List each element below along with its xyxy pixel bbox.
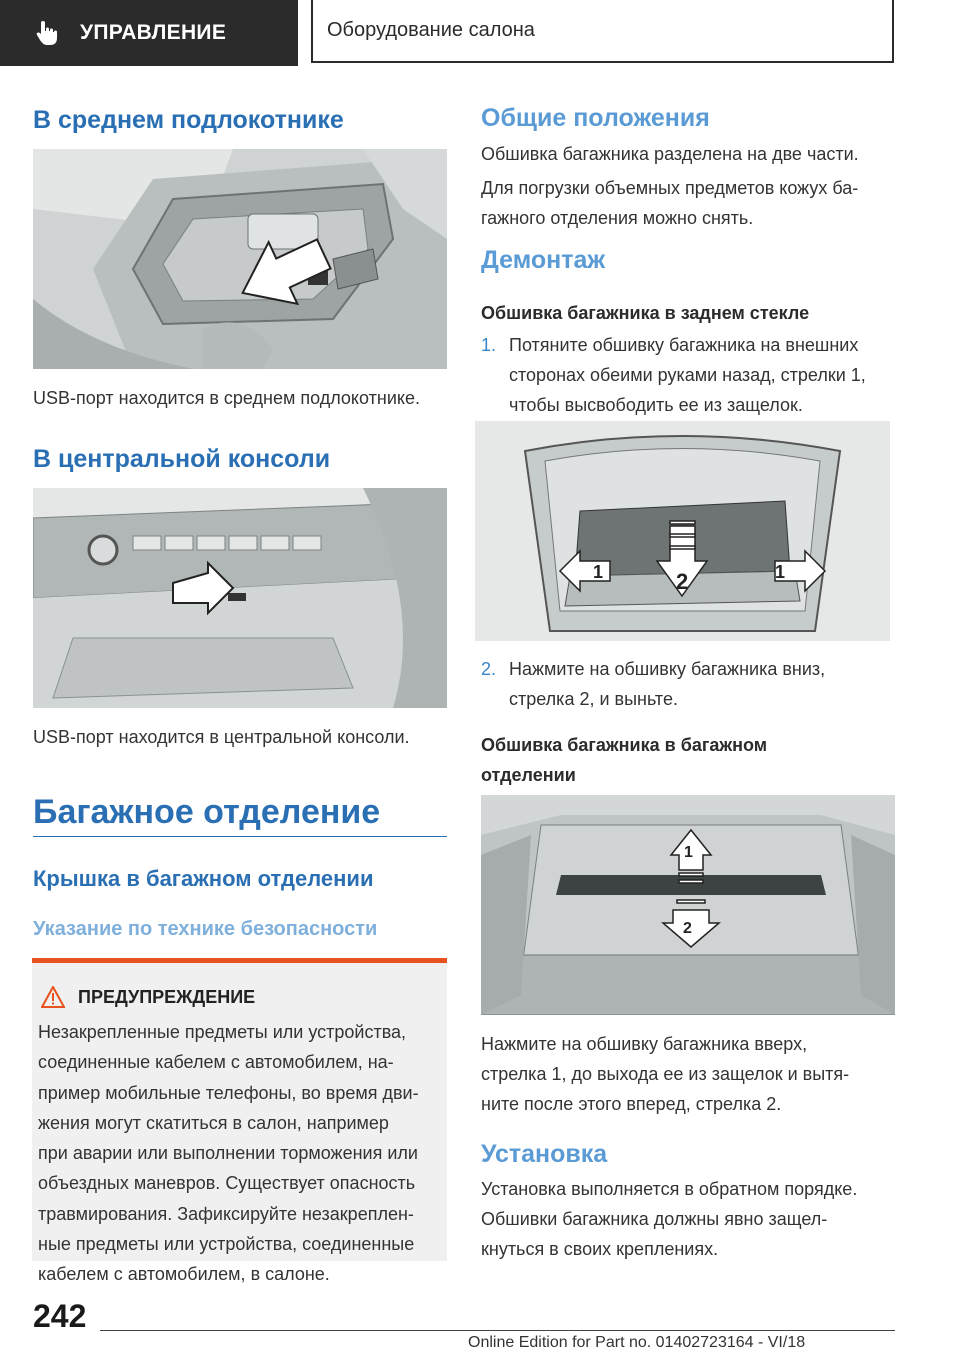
trunk-cover-paragraph: Нажмите на обшивку багажника вверх, стре… xyxy=(481,1034,850,1114)
footer-edition: Online Edition for Part no. 01402723164 … xyxy=(468,1334,806,1351)
rear-window-subheading: Обшивка багажника в заднем стекле xyxy=(481,303,810,323)
fig3-label-1-left: 1 xyxy=(593,562,603,582)
trunk-heading: Багажное отделение xyxy=(33,793,381,831)
footer-rule xyxy=(100,1330,895,1331)
header-chapter-box: Оборудование салона xyxy=(311,0,894,63)
armrest-heading: В среднем подлокотнике xyxy=(33,106,344,134)
install-paragraph: Установка выполняется в обратном порядке… xyxy=(481,1179,858,1259)
chapter-title: Оборудование салона xyxy=(327,19,535,41)
armrest-usb-figure xyxy=(33,149,447,369)
console-caption: USB-порт находится в центральной консоли… xyxy=(33,727,410,747)
general-heading: Общие положения xyxy=(481,104,710,132)
warning-label: ПРЕДУПРЕЖДЕНИЕ xyxy=(78,987,256,1007)
section-title: УПРАВЛЕНИЕ xyxy=(80,21,227,44)
general-paragraph-2: Для погрузки объемных предметов кожух ба… xyxy=(481,178,859,228)
cover-heading: Крышка в багажном отделении xyxy=(33,866,374,891)
fig4-label-1: 1 xyxy=(684,844,693,861)
warning-text: Незакрепленные предметы или устройства, … xyxy=(38,1022,419,1285)
fig3-label-1-right: 1 xyxy=(775,562,785,582)
install-heading: Установка xyxy=(481,1140,608,1168)
fig4-label-2: 2 xyxy=(683,920,692,937)
trunk-heading-rule xyxy=(33,836,447,837)
warning-box: ПРЕДУПРЕЖДЕНИЕ Незакрепленные предметы и… xyxy=(32,958,447,1284)
general-paragraph-1: Обшивка багажника разделена на две части… xyxy=(481,144,859,164)
trunk-cover-subheading: Обшивка багажника в багажном отделении xyxy=(481,735,768,785)
fig3-label-2: 2 xyxy=(676,569,688,594)
removal-heading: Демонтаж xyxy=(481,246,606,274)
safety-heading: Указание по технике безопасности xyxy=(33,918,378,940)
rear-window-cover-figure: 1 2 1 xyxy=(475,421,890,641)
trunk-cover-figure: 1 2 xyxy=(481,795,895,1015)
armrest-caption: USB-порт находится в среднем подлокотник… xyxy=(33,388,420,408)
page-number: 242 xyxy=(33,1298,87,1334)
header-section-tab: УПРАВЛЕНИЕ xyxy=(0,0,298,66)
warning-triangle-icon xyxy=(41,986,65,1008)
console-heading: В центральной консоли xyxy=(33,445,331,473)
console-usb-figure xyxy=(33,488,447,708)
hand-pointer-icon xyxy=(36,21,57,45)
